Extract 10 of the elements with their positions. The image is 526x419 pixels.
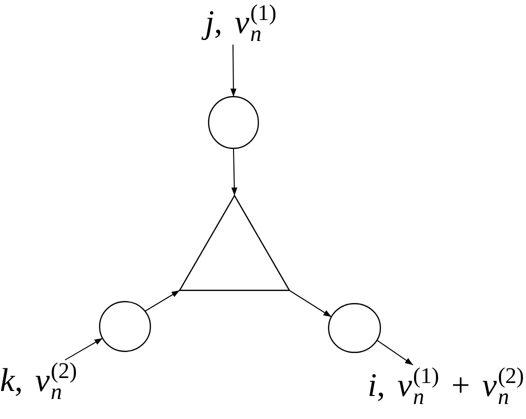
- circle-node: [328, 303, 381, 353]
- arrow: [288, 290, 332, 318]
- triangle-node: [179, 195, 290, 291]
- arrow: [64, 338, 104, 360]
- circle-node: [99, 301, 151, 352]
- arrow: [231, 148, 238, 196]
- circle-node: [208, 96, 259, 149]
- arrow: [376, 340, 414, 366]
- arrow: [144, 290, 180, 312]
- arrow: [230, 44, 236, 98]
